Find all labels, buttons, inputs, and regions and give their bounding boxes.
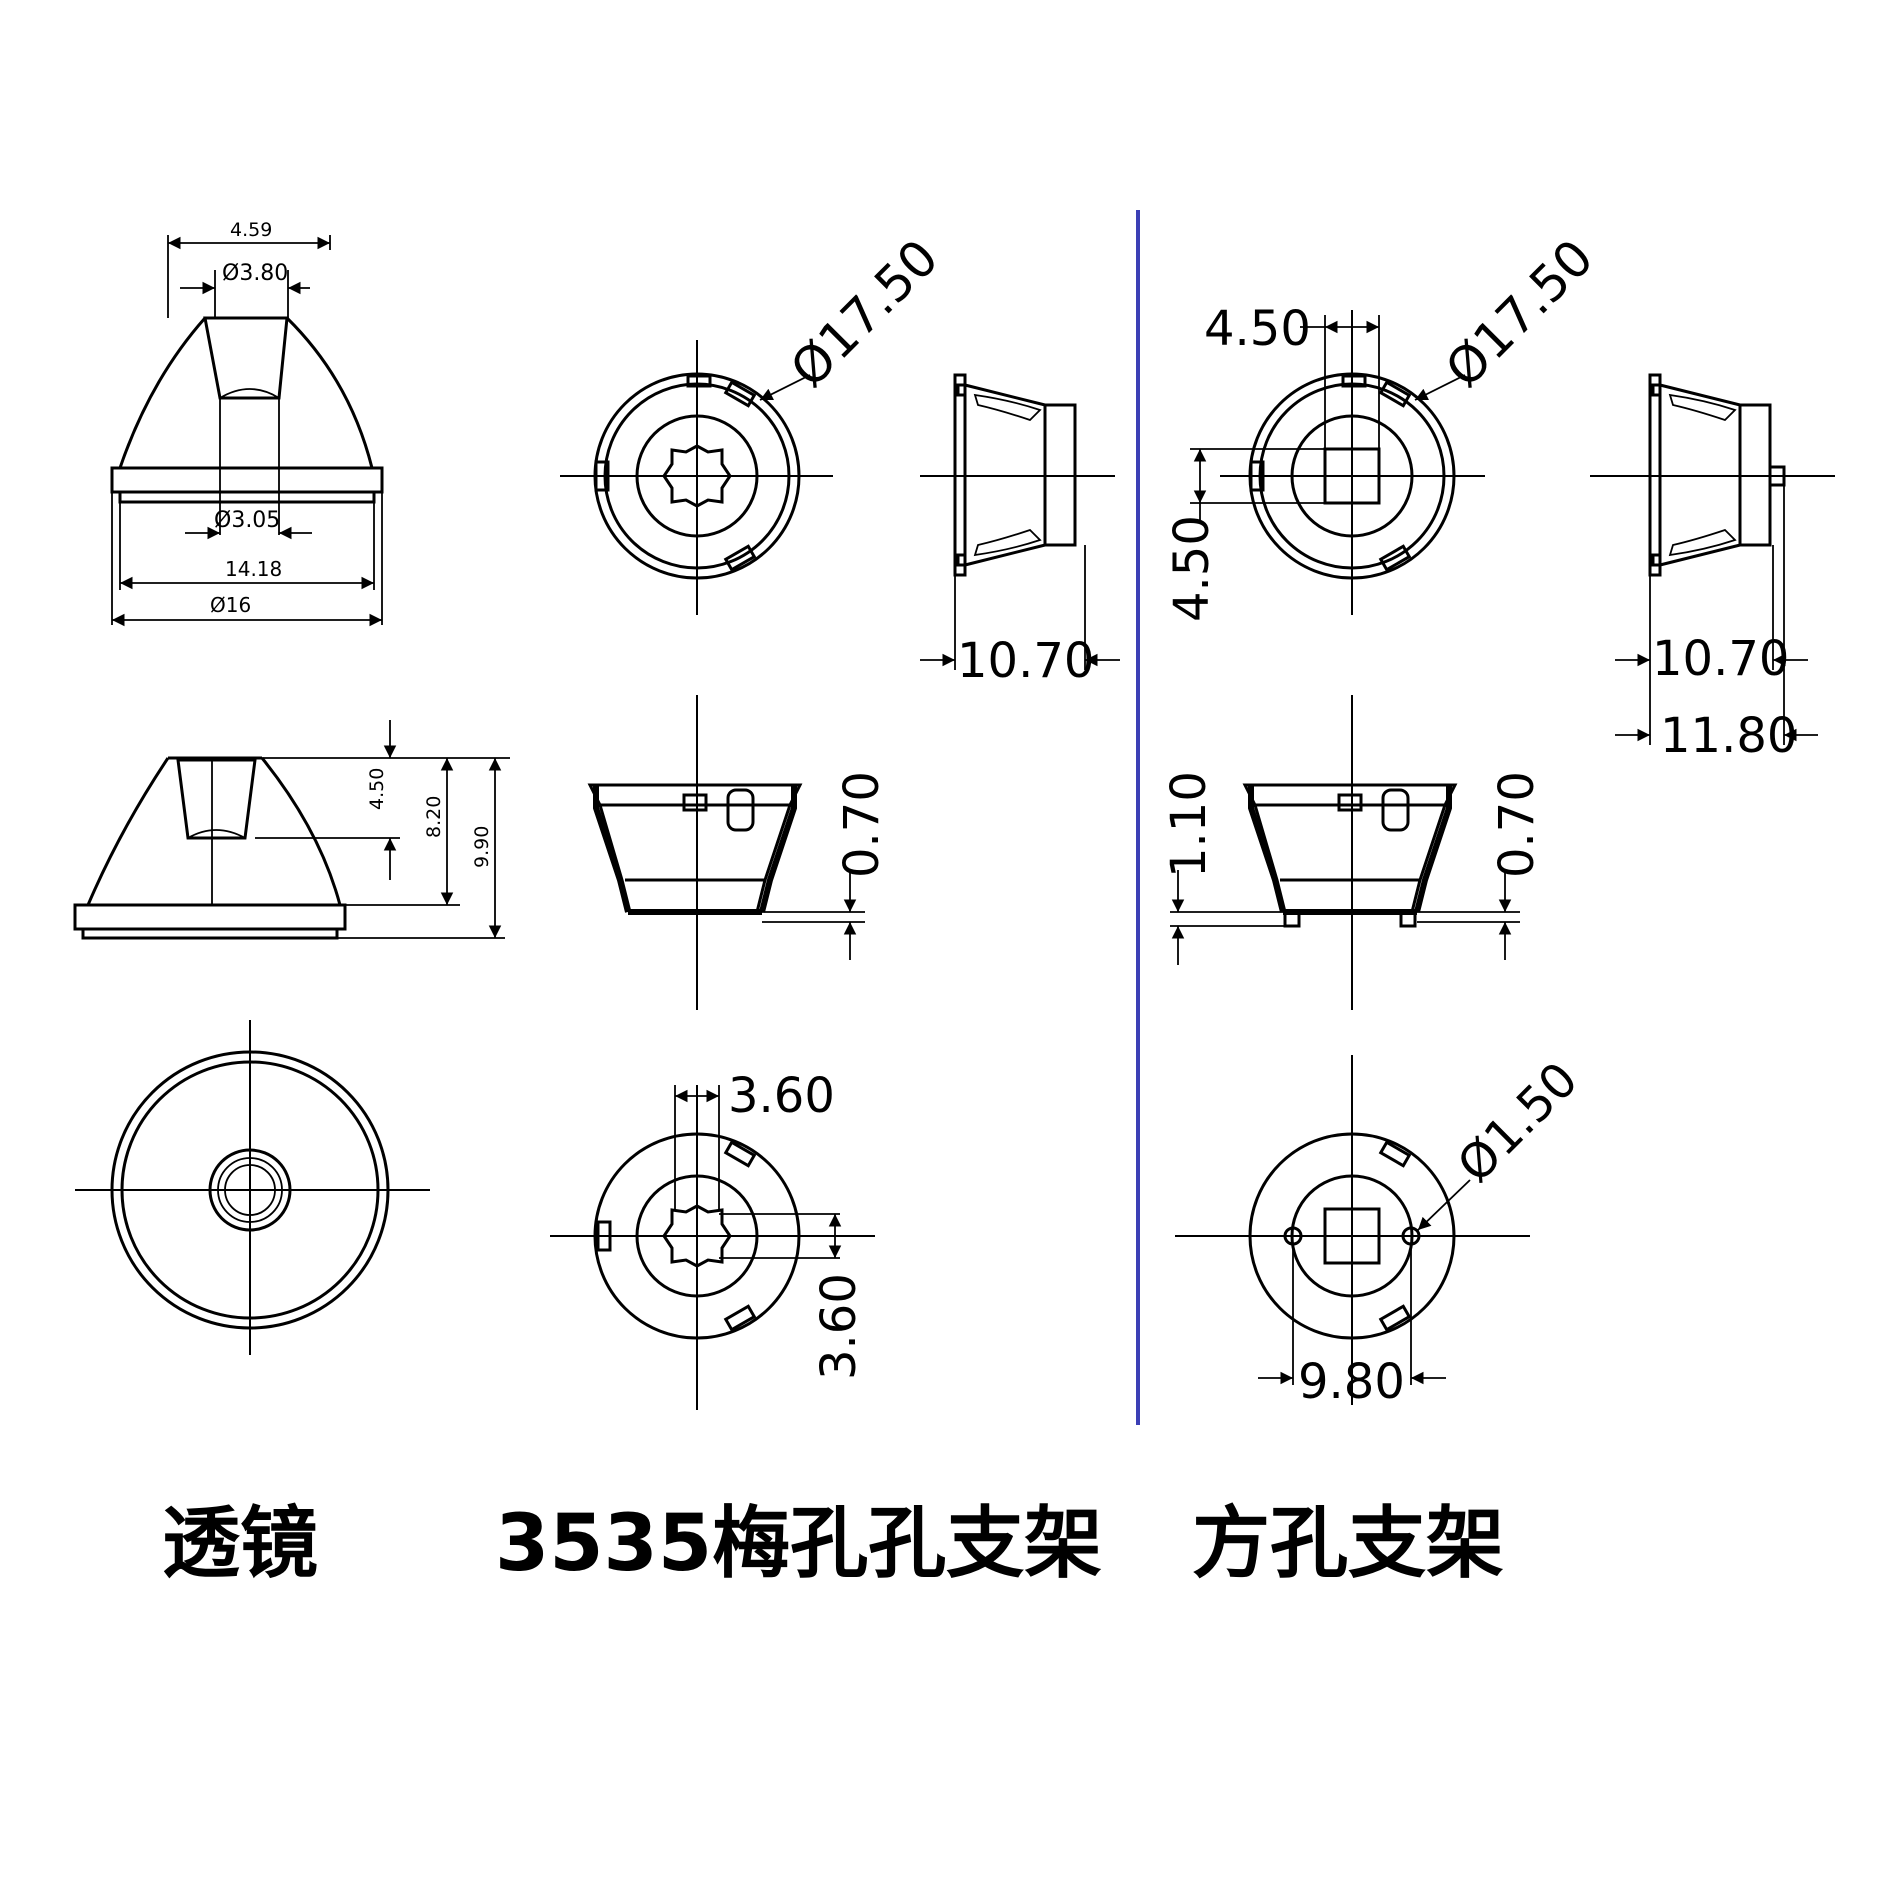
label-lens: 透镜 [162,1499,319,1589]
lens-dim-neck-dia: Ø3.80 [222,261,288,286]
plum-dim-gap: 0.70 [834,771,890,878]
plum-dim-hole-height: 3.60 [811,1273,867,1380]
lens-dim-total-height: 9.90 [471,826,493,868]
plum-dim-outer-dia: Ø17.50 [779,228,949,398]
square-dim-outer-dia: Ø17.50 [1434,228,1604,398]
plum-holder-front-view: 0.70 [587,695,890,1010]
lens-bottom-view [75,1020,430,1355]
lens-dim-base-width: 14.18 [225,557,282,581]
plum-dim-length: 10.70 [957,633,1094,689]
plum-holder-top-view: Ø17.50 [560,228,950,615]
square-holder-bottom-view: Ø1.50 9.80 [1175,1052,1589,1410]
square-dim-base-gap: 1.10 [1161,771,1217,878]
lens-dim-top-width: 4.59 [230,219,272,241]
label-plum-holder: 3535梅孔孔支架 [495,1499,1103,1589]
label-square-holder: 方孔支架 [1192,1499,1505,1589]
plum-dim-hole-width: 3.60 [728,1068,835,1124]
square-holder-front-view: 1.10 0.70 [1161,695,1545,1010]
square-dim-length: 10.70 [1652,631,1789,687]
lens-side-view: 4.50 8.20 9.90 [73,720,510,940]
square-dim-hole-height: 4.50 [1164,515,1220,622]
lens-top-view: 4.59 Ø3.80 Ø3.05 14.18 Ø16 [110,219,384,627]
square-dim-hole-width: 4.50 [1204,301,1311,357]
lens-dim-inner-dia: Ø3.05 [214,508,280,533]
plum-holder-side-view: 10.70 [920,373,1120,689]
square-dim-gap: 0.70 [1489,771,1545,878]
square-holder-side-view: 10.70 11.80 [1590,373,1835,764]
square-dim-pin-dia: Ø1.50 [1447,1052,1589,1194]
lens-dim-outer-dia: Ø16 [210,593,251,617]
lens-dim-cone-height: 8.20 [423,796,445,838]
lens-dim-cavity-height: 4.50 [366,768,388,810]
square-dim-pin-span: 9.80 [1298,1354,1405,1410]
plum-holder-bottom-view: 3.60 3.60 [550,1068,875,1410]
square-dim-total-length: 11.80 [1660,708,1797,764]
square-holder-top-view: 4.50 Ø17.50 4.50 [1164,228,1605,622]
